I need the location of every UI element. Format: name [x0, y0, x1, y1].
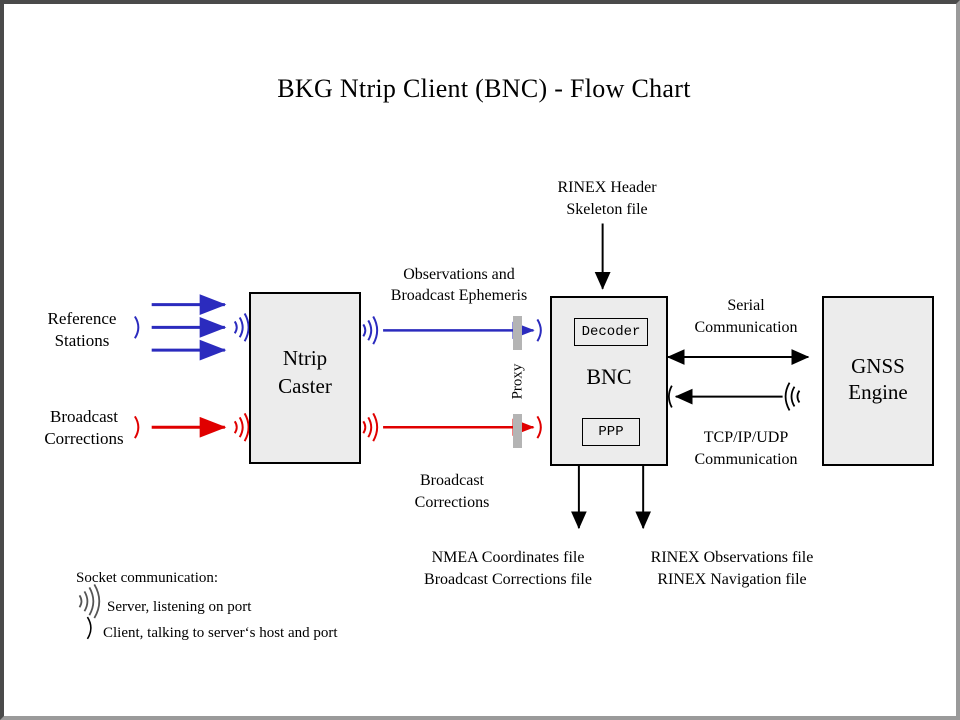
server-waves-icon-caster-out-blue [362, 315, 379, 345]
reference-stations-label-line1: Reference [47, 309, 117, 328]
client-paren-icon-broadcast-corrections [134, 415, 140, 439]
bnc-box[interactable]: Decoder BNC PPP [550, 296, 668, 466]
server-waves-icon-caster-out-red [362, 412, 379, 442]
output-right-label-line1: RINEX Observations file [650, 549, 814, 566]
ntrip-caster-label-line1: Ntrip [282, 346, 328, 370]
server-waves-icon-caster-in-blue [233, 313, 250, 342]
ntrip-caster-label-line2: Caster [278, 374, 332, 398]
tcpip-communication-label-line2: Communication [694, 451, 798, 468]
output-left-label-line1: NMEA Coordinates file [431, 549, 585, 566]
legend-heading: Socket communication: [76, 570, 219, 586]
ntrip-caster-box[interactable]: Ntrip Caster [249, 292, 361, 464]
legend-client-paren-icon [86, 616, 92, 640]
broadcast-corrections-mid-label-line2: Corrections [414, 494, 490, 511]
proxy-label: Proxy [509, 363, 526, 400]
client-paren-icon-bnc-corrections [536, 415, 542, 439]
diagram-canvas [78, 223, 810, 640]
legend-client-text: Client, talking to server‘s host and por… [103, 625, 338, 641]
output-left-label-line2: Broadcast Corrections file [424, 571, 592, 588]
client-paren-icon-bnc-tcpip [667, 385, 673, 408]
legend-server-waves-icon [78, 584, 101, 619]
broadcast-corrections-source-label-line1: Broadcast [50, 407, 118, 426]
observations-label-line2: Broadcast Ephemeris [390, 287, 528, 304]
tcpip-communication-label-line1: TCP/IP/UDP [703, 429, 789, 446]
legend-server-text: Server, listening on port [107, 599, 252, 615]
serial-communication-label-line1: Serial [727, 297, 765, 314]
proxy-bar-top [513, 316, 522, 350]
server-waves-icon-caster-in-red [233, 412, 250, 442]
reference-station-arrows [151, 294, 227, 361]
output-right-label-line2: RINEX Navigation file [657, 571, 807, 588]
page-title: BKG Ntrip Client (BNC) - Flow Chart [277, 74, 691, 103]
serial-communication-label-line2: Communication [694, 319, 798, 336]
broadcast-corrections-mid-label-line1: Broadcast [420, 472, 484, 489]
proxy-bar-bottom [513, 414, 522, 448]
decoder-module[interactable]: Decoder [574, 318, 648, 346]
gnss-engine-box[interactable]: GNSS Engine [822, 296, 934, 466]
observations-label-line1: Observations and [403, 266, 515, 283]
server-waves-icon-gnss [784, 382, 801, 411]
client-paren-icon-bnc-observations [536, 318, 542, 342]
rinex-header-label-line1: RINEX Header [557, 179, 657, 196]
rinex-header-label-line2: Skeleton file [566, 201, 648, 218]
client-paren-icon-reference-stations [134, 315, 140, 339]
gnss-engine-label-line1: GNSS [851, 354, 905, 378]
bnc-label: BNC [586, 364, 632, 389]
gnss-engine-label-line2: Engine [848, 380, 908, 404]
bnc-output-arrows [570, 460, 652, 530]
reference-stations-label-line2: Stations [54, 331, 110, 350]
ppp-module[interactable]: PPP [582, 418, 640, 446]
broadcast-corrections-source-label-line2: Corrections [44, 429, 124, 448]
